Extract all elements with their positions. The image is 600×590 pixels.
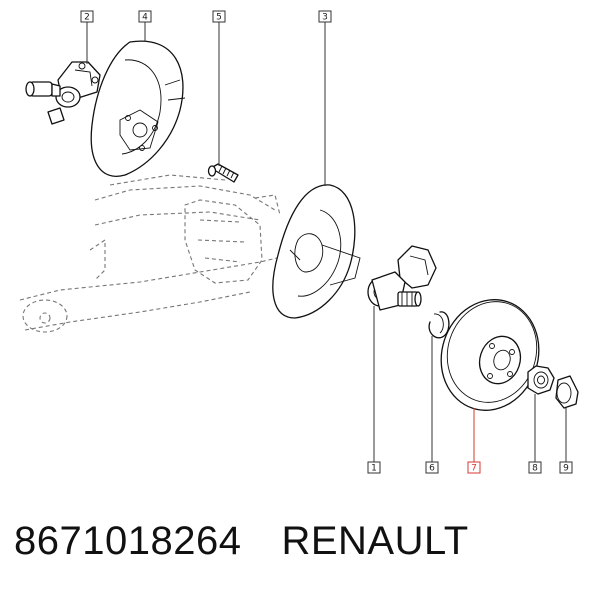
callout-4: 4 bbox=[138, 10, 152, 23]
callout-9: 9 bbox=[559, 461, 573, 474]
stub-axle-part bbox=[367, 245, 437, 311]
callout-7: 7 bbox=[467, 461, 481, 474]
dust-cap-part bbox=[555, 375, 579, 409]
rear-axle-beam-outline bbox=[19, 174, 291, 333]
callout-label: 4 bbox=[142, 13, 148, 23]
brake-disc-shield-part bbox=[272, 184, 361, 319]
brake-backing-plate-part bbox=[90, 40, 186, 177]
callout-label: 8 bbox=[532, 464, 538, 474]
bolt-part bbox=[207, 163, 239, 183]
callout-5: 5 bbox=[212, 10, 226, 23]
stub-axle-bracket-part bbox=[25, 61, 101, 125]
circlip-part bbox=[428, 311, 450, 339]
brand-name: RENAULT bbox=[281, 518, 469, 563]
callout-1: 1 bbox=[367, 461, 381, 474]
callout-label: 6 bbox=[429, 464, 435, 474]
callout-label: 2 bbox=[84, 13, 90, 23]
callout-label: 3 bbox=[322, 13, 328, 23]
callout-label: 5 bbox=[216, 13, 222, 23]
callout-2: 2 bbox=[80, 10, 94, 23]
callout-leaders bbox=[86, 22, 567, 462]
callout-6: 6 bbox=[425, 461, 439, 474]
callout-label: 7 bbox=[471, 464, 477, 474]
hub-nut-part bbox=[527, 365, 555, 395]
callout-3: 3 bbox=[318, 10, 332, 23]
part-caption: 8671018264 RENAULT bbox=[14, 516, 469, 566]
callout-label: 1 bbox=[371, 464, 377, 474]
callout-8: 8 bbox=[528, 461, 542, 474]
exploded-parts-diagram: 2 4 5 3 1 6 7 8 9 bbox=[19, 10, 579, 474]
brake-disc-part bbox=[440, 299, 540, 411]
part-number: 8671018264 bbox=[14, 518, 242, 563]
callout-label: 9 bbox=[563, 464, 569, 474]
